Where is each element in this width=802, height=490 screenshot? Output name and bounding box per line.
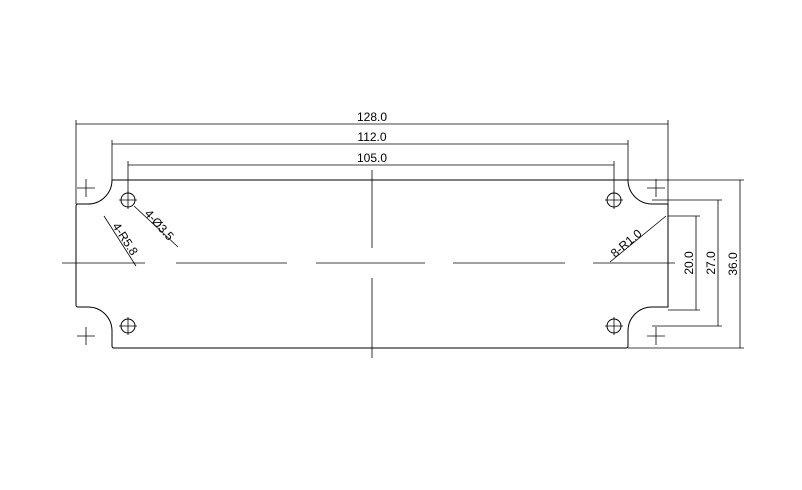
fillet-radius-callout: 8-R1.0: [608, 226, 645, 260]
corner-radius-callout: 4-R5.8: [109, 220, 141, 258]
callout-leaders: [103, 205, 667, 267]
hole-spacing-label: 105.0: [357, 151, 387, 165]
mounting-hole-bottom-right: [605, 317, 623, 335]
dimension-overall-height: 36.0: [628, 179, 744, 349]
dimension-overall-width: 128.0: [75, 110, 669, 204]
mounting-hole-bottom-left: [119, 317, 137, 335]
overall-height-label: 36.0: [726, 252, 740, 276]
outer-height-label: 27.0: [704, 251, 718, 275]
slot-spacing-label: 112.0: [357, 130, 386, 144]
mounting-hole-top-right: [605, 191, 623, 209]
corner-center-marks: [77, 179, 665, 345]
inner-height-label: 20.0: [682, 251, 696, 275]
dimension-slot-spacing: 112.0: [111, 130, 629, 180]
plate-outline: [75, 179, 669, 349]
hole-diameter-callout: 4-Ø3.5: [142, 207, 177, 244]
dimension-outer-height: 27.0: [652, 199, 722, 327]
dimension-inner-height: 20.0: [668, 215, 700, 311]
overall-width-label: 128.0: [357, 110, 387, 124]
dimension-hole-spacing: 105.0: [127, 151, 615, 193]
mounting-holes: [119, 191, 623, 335]
